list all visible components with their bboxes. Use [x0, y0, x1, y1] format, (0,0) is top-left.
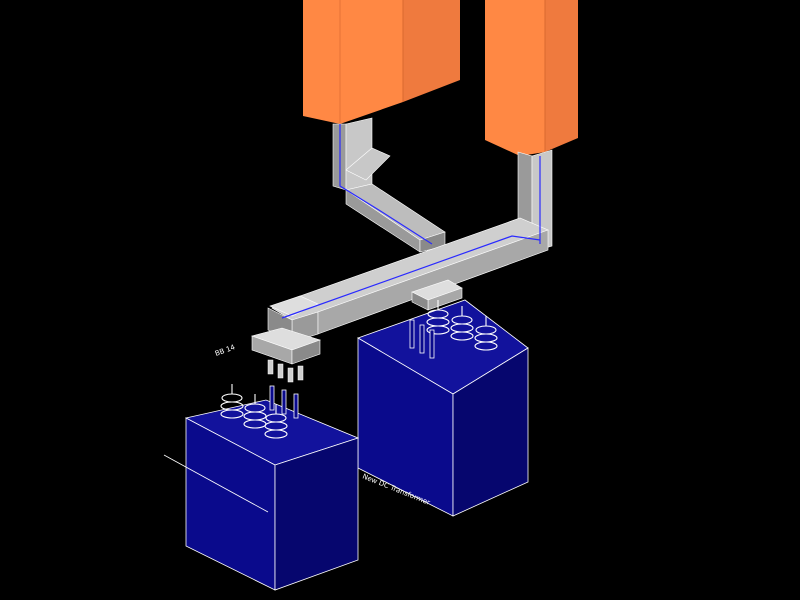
right-transformer-bushings: [426, 300, 498, 351]
left-switchgear-cabinet: [303, 0, 460, 124]
left-transformer: [184, 399, 360, 591]
right-transformer: [357, 299, 529, 517]
bus-centerlines: [281, 124, 541, 319]
left-duct-tag: BB 14: [214, 343, 237, 358]
left-transformer-bushings: [220, 384, 288, 439]
left-transformer-terminals: [269, 385, 299, 419]
bus-duct-system: [250, 117, 553, 365]
right-switchgear-cabinet: [485, 0, 578, 156]
left-leader-line: [163, 454, 269, 513]
right-transformer-terminals: [409, 319, 435, 359]
left-termination-fins: [267, 359, 304, 383]
